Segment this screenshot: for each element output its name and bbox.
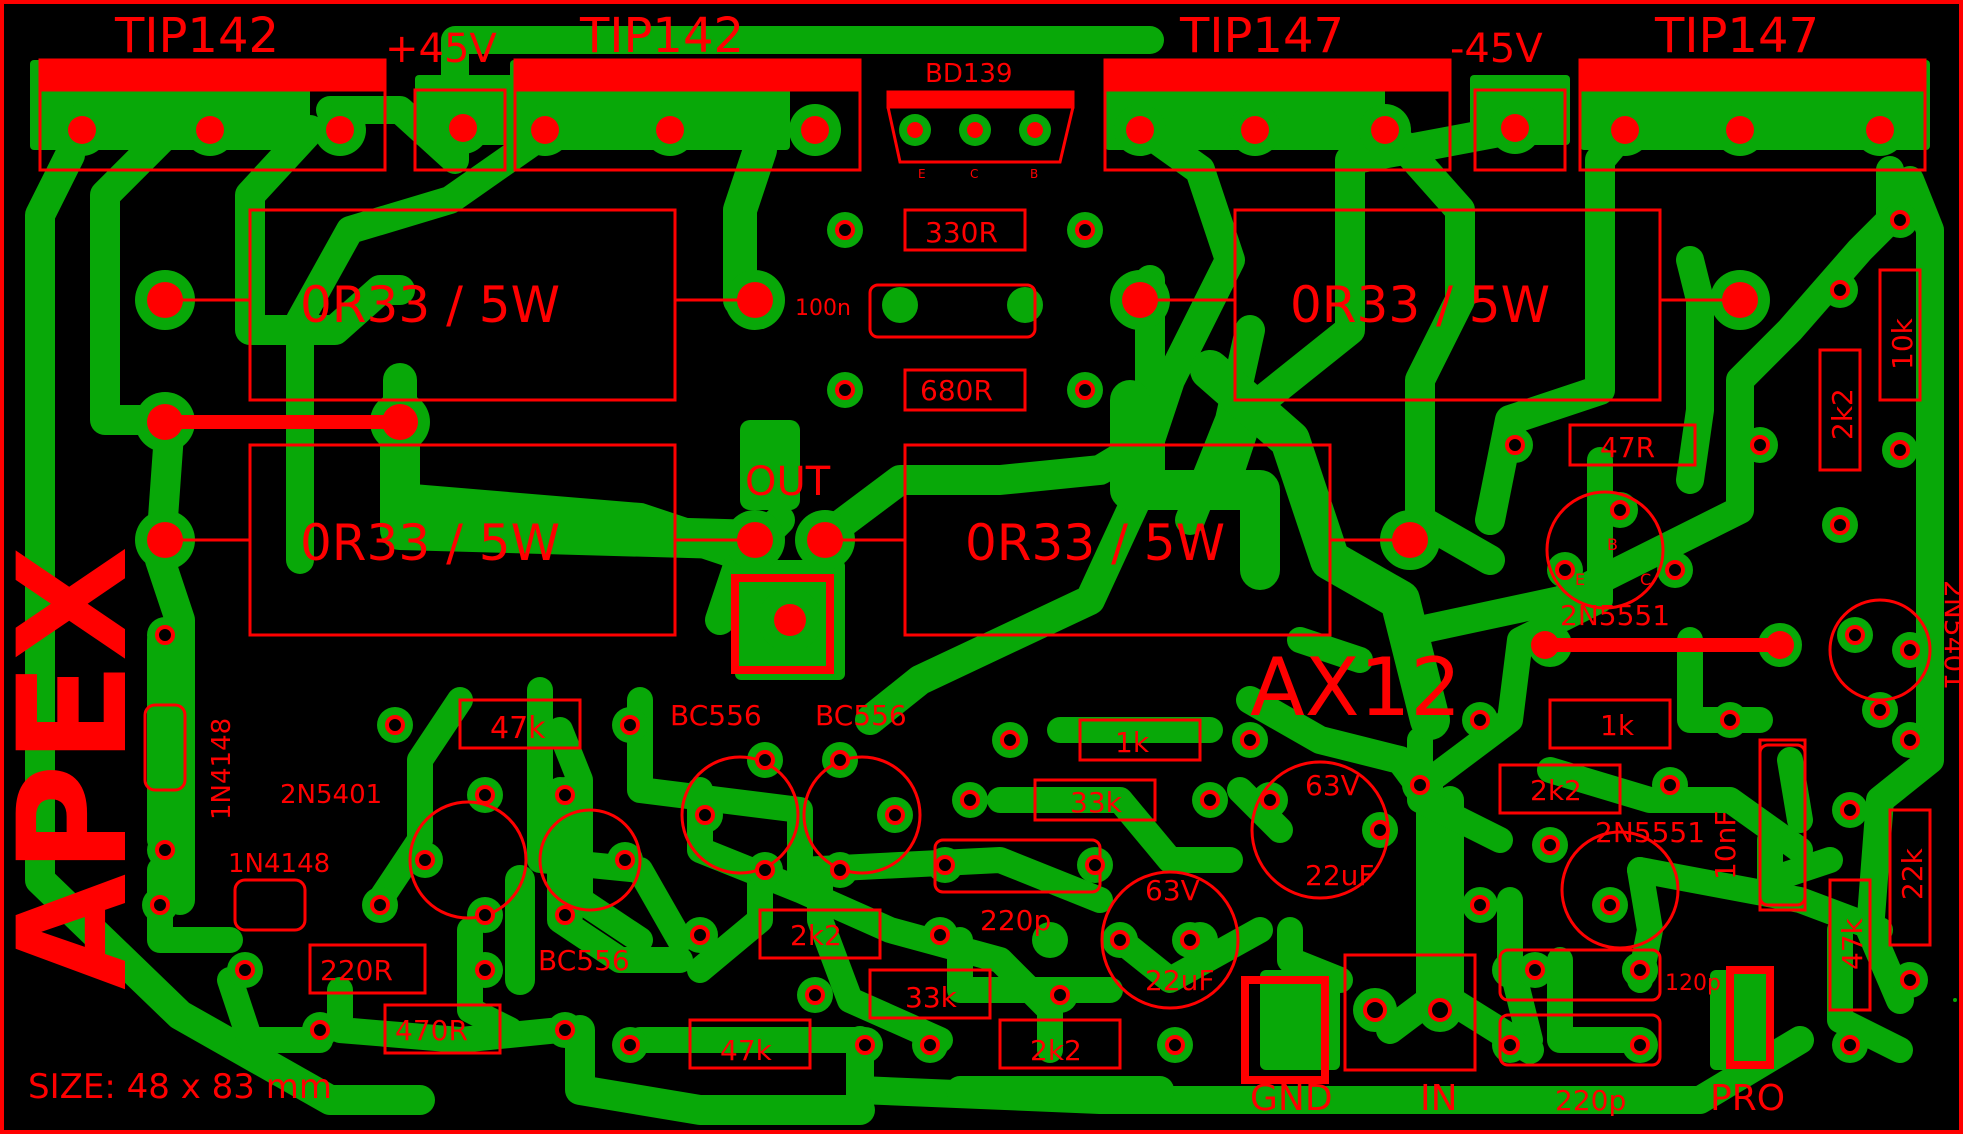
- label-r1k-b: 1k: [1600, 709, 1635, 742]
- label-r2k2-v: 2k2: [1826, 388, 1859, 440]
- label-supply-pos: +45V: [385, 26, 497, 72]
- label-c100n: 100n: [795, 296, 851, 321]
- label-r47k-b: 47k: [720, 1034, 773, 1067]
- label-tip142-b: TIP142: [579, 8, 744, 64]
- label-bc556-a: BC556: [670, 699, 762, 732]
- label-c10nf: 10nF: [1709, 811, 1742, 880]
- label-2n5551-a: 2N5551: [1560, 599, 1670, 632]
- label-r33k-a: 33k: [1070, 786, 1123, 819]
- label-2n5401-b: 2N5401: [1938, 580, 1963, 690]
- label-r2k2-b: 2k2: [1030, 1034, 1082, 1067]
- silkscreen: [38, 58, 1932, 1084]
- label-r330: 330R: [925, 216, 998, 249]
- label-gnd: GND: [1250, 1078, 1333, 1119]
- label-size: SIZE: 48 x 83 mm: [28, 1067, 332, 1107]
- label-r680: 680R: [920, 374, 993, 407]
- label-bd139: BD139: [925, 59, 1012, 89]
- label-bd139-pin-c: C: [970, 167, 978, 181]
- label-2n5551-b: 2N5551: [1595, 816, 1705, 849]
- pad-holes-small: [150, 210, 1920, 1055]
- label-r33k-b: 33k: [905, 981, 958, 1014]
- pad-holes: [68, 114, 1894, 659]
- pin-label-e: E: [1575, 570, 1585, 589]
- label-r2k2-a: 2k2: [790, 919, 842, 952]
- label-bd139-pin-e: E: [918, 167, 926, 181]
- label-bc556-b: BC556: [815, 699, 907, 732]
- label-r47r: 47R: [1600, 431, 1655, 464]
- label-r47k-v: 47k: [1836, 917, 1869, 970]
- label-out: OUT: [745, 459, 831, 505]
- label-r47k-a: 47k: [490, 711, 546, 746]
- label-r-power-3: 0R33 / 5W: [965, 514, 1225, 572]
- label-r-power-2: 0R33 / 5W: [300, 514, 560, 572]
- label-c220p-a: 220p: [980, 904, 1051, 937]
- label-r-power-1: 0R33 / 5W: [300, 276, 560, 334]
- label-r220r: 220R: [320, 954, 393, 987]
- label-r10k: 10k: [1886, 317, 1919, 370]
- label-in: IN: [1420, 1078, 1458, 1119]
- label-r2k2-c: 2k2: [1530, 774, 1582, 807]
- label-tip147-a: TIP147: [1179, 8, 1344, 64]
- label-1n4148-b: 1N4148: [228, 849, 330, 879]
- label-model: AX12: [1250, 641, 1461, 734]
- label-bd139-pin-b: B: [1030, 167, 1038, 181]
- label-r22k: 22k: [1896, 847, 1929, 900]
- label-tip142-a: TIP142: [114, 8, 279, 64]
- label-c22uf-a: 22uF: [1305, 859, 1374, 892]
- label-c63v-b: 63V: [1145, 874, 1200, 907]
- label-c22uf-b: 22uF: [1145, 964, 1214, 997]
- label-c63v-a: 63V: [1305, 769, 1360, 802]
- label-2n5401-a: 2N5401: [280, 780, 382, 810]
- label-c220p-b: 220p: [1555, 1084, 1626, 1117]
- label-1n4148-a: 1N4148: [207, 718, 237, 820]
- label-r1k-a: 1k: [1115, 726, 1150, 759]
- label-pro: PRO: [1710, 1078, 1785, 1119]
- label-bc556-c: BC556: [538, 944, 630, 977]
- label-supply-neg: -45V: [1450, 26, 1543, 72]
- label-r470r: 470R: [395, 1014, 468, 1047]
- label-c120p: 120p: [1665, 971, 1721, 996]
- label-tip147-b: TIP147: [1654, 8, 1819, 64]
- pin-label-c: C: [1640, 570, 1651, 589]
- pin-label-b: B: [1607, 535, 1618, 554]
- brand-logo: APEX: [0, 546, 161, 990]
- label-r-power-4: 0R33 / 5W: [1290, 276, 1550, 334]
